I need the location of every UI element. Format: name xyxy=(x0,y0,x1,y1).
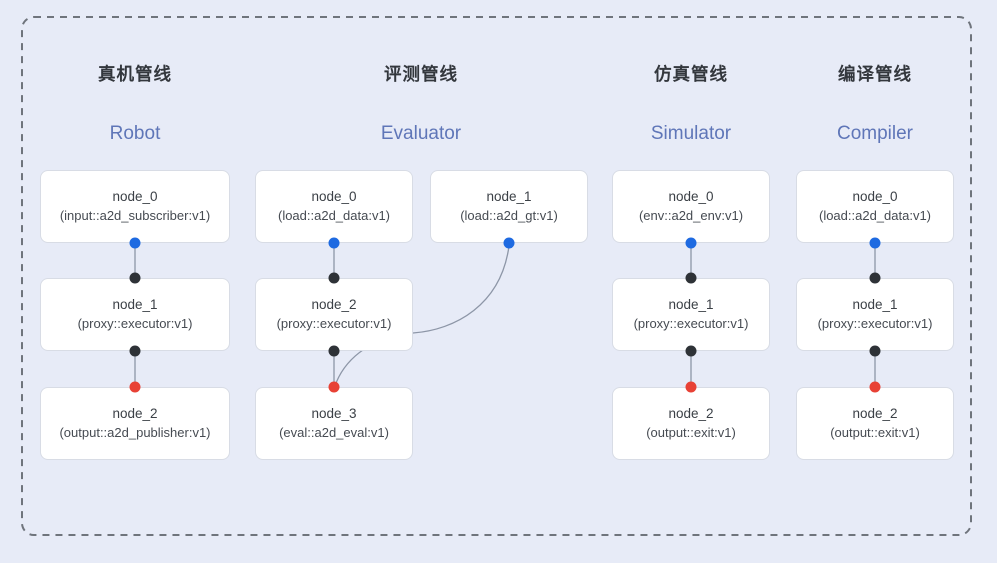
node-type: (output::exit:v1) xyxy=(646,425,736,441)
node-box-robot-node_0[interactable]: node_0(input::a2d_subscriber:v1) xyxy=(40,170,230,243)
pipeline-title-en-compiler: Compiler xyxy=(836,123,914,144)
node-type: (eval::a2d_eval:v1) xyxy=(279,425,389,441)
node-box-robot-node_2[interactable]: node_2(output::a2d_publisher:v1) xyxy=(40,387,230,460)
node-type: (output::exit:v1) xyxy=(830,425,920,441)
node-name: node_0 xyxy=(852,188,898,204)
node-name: node_0 xyxy=(668,188,714,204)
pipeline-title-en-simulator: Simulator xyxy=(650,123,732,144)
pipeline-title-cn-evaluator: 评测管线 xyxy=(384,64,458,84)
node-name: node_2 xyxy=(311,296,357,312)
node-type: (proxy::executor:v1) xyxy=(817,316,933,332)
node-name: node_1 xyxy=(112,296,158,312)
node-type: (proxy::executor:v1) xyxy=(77,316,193,332)
node-type: (output::a2d_publisher:v1) xyxy=(59,425,211,441)
node-box-simulator-node_2[interactable]: node_2(output::exit:v1) xyxy=(612,387,770,460)
node-name: node_1 xyxy=(668,296,714,312)
node-type: (input::a2d_subscriber:v1) xyxy=(59,208,211,224)
node-box-compiler-node_1[interactable]: node_1(proxy::executor:v1) xyxy=(796,278,954,351)
pipeline-title-cn-simulator: 仿真管线 xyxy=(654,64,728,84)
node-name: node_3 xyxy=(311,405,357,421)
pipeline-title-cn-robot: 真机管线 xyxy=(98,64,172,84)
pipeline-title-en-evaluator: Evaluator xyxy=(380,123,462,144)
node-box-evaluator-node_0[interactable]: node_0(load::a2d_data:v1) xyxy=(255,170,413,243)
node-box-compiler-node_0[interactable]: node_0(load::a2d_data:v1) xyxy=(796,170,954,243)
node-box-simulator-node_1[interactable]: node_1(proxy::executor:v1) xyxy=(612,278,770,351)
node-type: (env::a2d_env:v1) xyxy=(638,208,744,224)
node-type: (load::a2d_data:v1) xyxy=(277,208,391,224)
pipeline-title-en-robot: Robot xyxy=(109,123,161,144)
edge-evaluator xyxy=(335,245,510,384)
node-name: node_1 xyxy=(486,188,532,204)
node-name: node_2 xyxy=(112,405,158,421)
node-box-simulator-node_0[interactable]: node_0(env::a2d_env:v1) xyxy=(612,170,770,243)
node-type: (load::a2d_gt:v1) xyxy=(460,208,558,224)
node-type: (proxy::executor:v1) xyxy=(633,316,749,332)
node-name: node_0 xyxy=(311,188,357,204)
node-box-compiler-node_2[interactable]: node_2(output::exit:v1) xyxy=(796,387,954,460)
node-box-evaluator-node_3[interactable]: node_3(eval::a2d_eval:v1) xyxy=(255,387,413,460)
node-name: node_2 xyxy=(852,405,898,421)
node-name: node_0 xyxy=(112,188,158,204)
node-name: node_2 xyxy=(668,405,714,421)
node-type: (load::a2d_data:v1) xyxy=(818,208,932,224)
node-box-evaluator-node_1[interactable]: node_1(load::a2d_gt:v1) xyxy=(430,170,588,243)
node-type: (proxy::executor:v1) xyxy=(276,316,392,332)
node-box-robot-node_1[interactable]: node_1(proxy::executor:v1) xyxy=(40,278,230,351)
node-name: node_1 xyxy=(852,296,898,312)
pipeline-title-cn-compiler: 编译管线 xyxy=(838,64,912,84)
